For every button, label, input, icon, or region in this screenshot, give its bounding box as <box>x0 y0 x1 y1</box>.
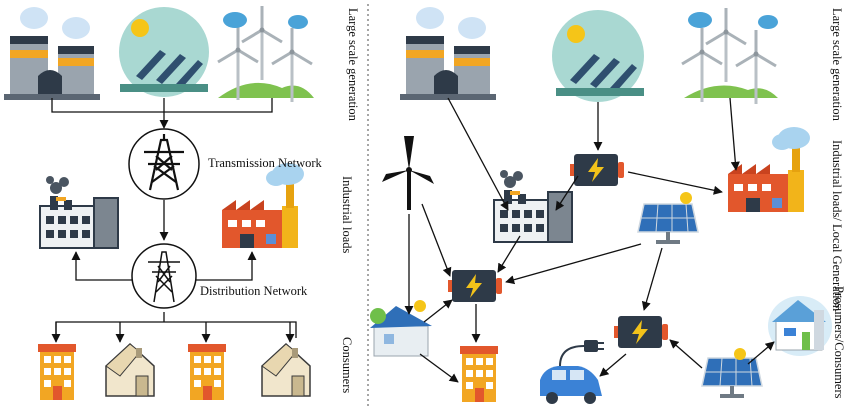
local-wind-turbine-icon <box>382 136 434 210</box>
solar-farm-icon <box>552 10 644 102</box>
apartment-icon <box>460 346 498 402</box>
large-scale-generation-label: Large scale generation <box>346 8 360 121</box>
battery-icon <box>570 154 624 186</box>
electric-car-icon <box>540 340 604 404</box>
right-connectors <box>404 97 775 383</box>
left-generation-group <box>4 4 314 104</box>
left-connectors <box>51 98 297 343</box>
house-icon <box>261 343 311 397</box>
industrial-factory-icon <box>39 175 119 249</box>
house-icon <box>105 343 155 397</box>
wind-farm-icon <box>216 4 314 104</box>
distribution-tower-icon <box>131 243 197 309</box>
solar-panel-icon <box>701 348 763 399</box>
industrial-loads-local-generation-label: Industrial loads/ Local Generation <box>830 140 844 312</box>
red-factory-icon <box>222 163 304 248</box>
large-scale-generation-label: Large scale generation <box>830 8 844 121</box>
apartment-icon <box>188 344 226 400</box>
consumers-label: Consumers <box>340 336 354 394</box>
battery-icon <box>448 270 502 302</box>
solar-house-icon <box>370 300 432 357</box>
distribution-network-label: Distribution Network <box>200 284 308 298</box>
industrial-loads-label: Industrial loads <box>340 176 354 254</box>
prosumers-consumers-label: Prosumers/Consumers <box>832 285 846 399</box>
apartment-icon <box>38 344 76 400</box>
battery-icon <box>614 316 668 348</box>
solar-farm-icon <box>119 7 209 97</box>
solar-panel-icon <box>637 192 699 245</box>
power-plant-icon <box>4 7 100 100</box>
transmission-tower-icon <box>128 128 200 200</box>
red-factory-icon <box>728 127 810 212</box>
transmission-network-label: Transmission Network <box>208 156 322 170</box>
wind-farm-icon <box>680 6 778 106</box>
smart-home-icon <box>768 296 832 356</box>
power-plant-icon <box>400 7 496 100</box>
